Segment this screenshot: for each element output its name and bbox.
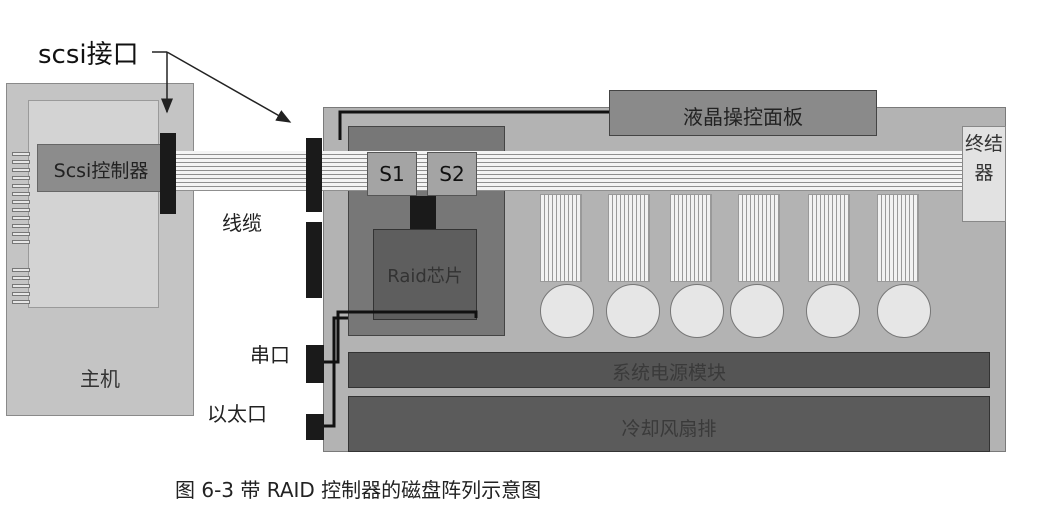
disk-drive xyxy=(877,284,931,338)
host-slot xyxy=(12,168,30,172)
host-slot xyxy=(12,176,30,180)
lcd-control-panel xyxy=(609,90,877,136)
ethernet-port-label: 以太口 xyxy=(207,402,267,426)
cable-label: 线缆 xyxy=(222,211,262,235)
scsi-controller-card xyxy=(37,144,165,192)
disk-connector-bay xyxy=(540,194,582,282)
terminator xyxy=(962,126,1006,222)
figure-caption: 图 6-3 带 RAID 控制器的磁盘阵列示意图 xyxy=(175,478,542,502)
host-slot xyxy=(12,276,30,280)
host-slot xyxy=(12,216,30,220)
disk-connector-bay xyxy=(877,194,919,282)
scsi-controller-label: Scsi控制器 xyxy=(53,160,149,182)
host-slot xyxy=(12,292,30,296)
raid-internal-connector xyxy=(410,196,436,229)
serial-port-connector xyxy=(306,345,324,383)
host-slot xyxy=(12,232,30,236)
host-slot xyxy=(12,192,30,196)
power-supply-module xyxy=(348,352,990,388)
host-slot xyxy=(12,240,30,244)
scsi-channel-s2 xyxy=(427,152,477,196)
serial-port-label: 串口 xyxy=(250,343,290,367)
host-slot xyxy=(12,200,30,204)
host-board xyxy=(28,100,159,308)
disk-connector-bay xyxy=(808,194,850,282)
raid-chip xyxy=(373,229,477,320)
host-slot xyxy=(12,208,30,212)
disk-drive xyxy=(730,284,784,338)
host-label: 主机 xyxy=(80,367,120,391)
host-slot xyxy=(12,184,30,188)
disk-drive xyxy=(606,284,660,338)
cooling-fan-row xyxy=(348,396,990,452)
terminator-label: 终结器 xyxy=(964,133,1003,184)
scsi-channel-s2-label: S2 xyxy=(439,162,465,186)
host-slot xyxy=(12,160,30,164)
disk-drive xyxy=(670,284,724,338)
raid-chip-label: Raid芯片 xyxy=(387,266,463,287)
disk-connector-bay xyxy=(608,194,650,282)
pointer-line xyxy=(166,51,292,123)
lcd-control-panel-label: 液晶操控面板 xyxy=(683,105,803,129)
host-slot xyxy=(12,268,30,272)
host-slot xyxy=(12,300,30,304)
disk-connector-bay xyxy=(738,194,780,282)
lcd-wire xyxy=(338,110,609,140)
storage-scsi-port xyxy=(306,138,322,212)
disk-drive xyxy=(806,284,860,338)
host-slot xyxy=(12,224,30,228)
power-supply-label: 系统电源模块 xyxy=(611,362,726,384)
ethernet-wire xyxy=(324,316,348,428)
scsi-channel-s1 xyxy=(367,152,417,196)
scsi-channel-s1-label: S1 xyxy=(379,162,405,186)
host-slot xyxy=(12,152,30,156)
disk-connector-bay xyxy=(670,194,712,282)
host-slot xyxy=(12,284,30,288)
scsi-interface-label: scsi接口 xyxy=(38,40,139,70)
disk-drive xyxy=(540,284,594,338)
storage-scsi-port xyxy=(306,222,322,298)
ethernet-port-connector xyxy=(306,414,324,440)
cooling-fan-label: 冷却风扇排 xyxy=(621,418,717,440)
host-scsi-connector xyxy=(160,133,176,214)
